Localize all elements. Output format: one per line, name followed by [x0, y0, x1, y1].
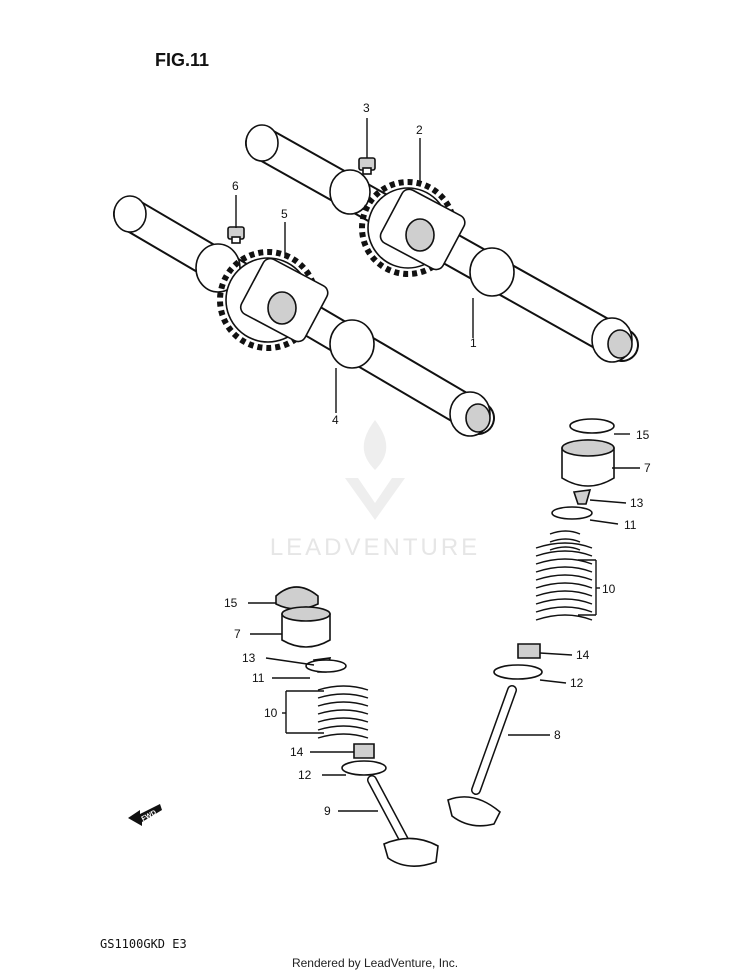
spring-seat-left — [341, 760, 387, 776]
fwd-label: FWD — [140, 809, 157, 823]
valve-assembly-right — [447, 418, 615, 827]
callout-2: 2 — [416, 123, 423, 137]
oil-seal-right — [517, 643, 541, 659]
spring-seat-right — [493, 664, 543, 680]
watermark-text: LEADVENTURE — [270, 534, 480, 561]
bolt-lower — [227, 226, 245, 244]
callout-10-right: 10 — [602, 582, 616, 596]
callout-14-right: 14 — [576, 648, 590, 662]
callout-5: 5 — [281, 207, 288, 221]
callout-15-right: 15 — [636, 428, 650, 442]
callout-10-left: 10 — [264, 706, 278, 720]
callout-7-right: 7 — [644, 461, 651, 475]
callout-9: 9 — [324, 804, 331, 818]
callout-13-right: 13 — [630, 496, 644, 510]
retainer-right — [551, 506, 593, 520]
callout-6: 6 — [232, 179, 239, 193]
callout-4: 4 — [332, 413, 339, 427]
cam-sprocket-lower — [217, 249, 329, 351]
callout-12-right: 12 — [570, 676, 584, 690]
callout-13-left: 13 — [242, 651, 256, 665]
bolt-upper — [358, 157, 376, 175]
spring-left — [317, 685, 369, 739]
callout-1: 1 — [470, 336, 477, 350]
model-code: GS1100GKD E3 — [100, 937, 187, 951]
leader-lines — [235, 118, 640, 812]
callout-14-left: 14 — [290, 745, 304, 759]
callout-7-left: 7 — [234, 627, 241, 641]
callout-11-right: 11 — [624, 518, 637, 532]
valve-assembly-left — [275, 586, 439, 867]
credit-text: Rendered by LeadVenture, Inc. — [292, 956, 458, 970]
fwd-arrow-icon: FWD — [128, 804, 162, 826]
oil-seal-left — [353, 743, 375, 759]
valve-head-left — [383, 837, 439, 867]
shim-left — [275, 586, 319, 610]
shim-right — [569, 418, 615, 434]
valve-head-right — [447, 796, 501, 827]
cotter-right — [572, 489, 592, 505]
callout-11-left: 11 — [252, 671, 265, 685]
retainer-left — [305, 659, 347, 673]
figure-title: FIG.11 — [155, 50, 209, 70]
callout-8: 8 — [554, 728, 561, 742]
callout-12-left: 12 — [298, 768, 312, 782]
watermark-logo — [345, 420, 405, 520]
spring-right — [535, 530, 593, 621]
callout-3: 3 — [363, 101, 370, 115]
callout-15-left: 15 — [224, 596, 238, 610]
cam-sprocket-upper — [359, 179, 466, 277]
